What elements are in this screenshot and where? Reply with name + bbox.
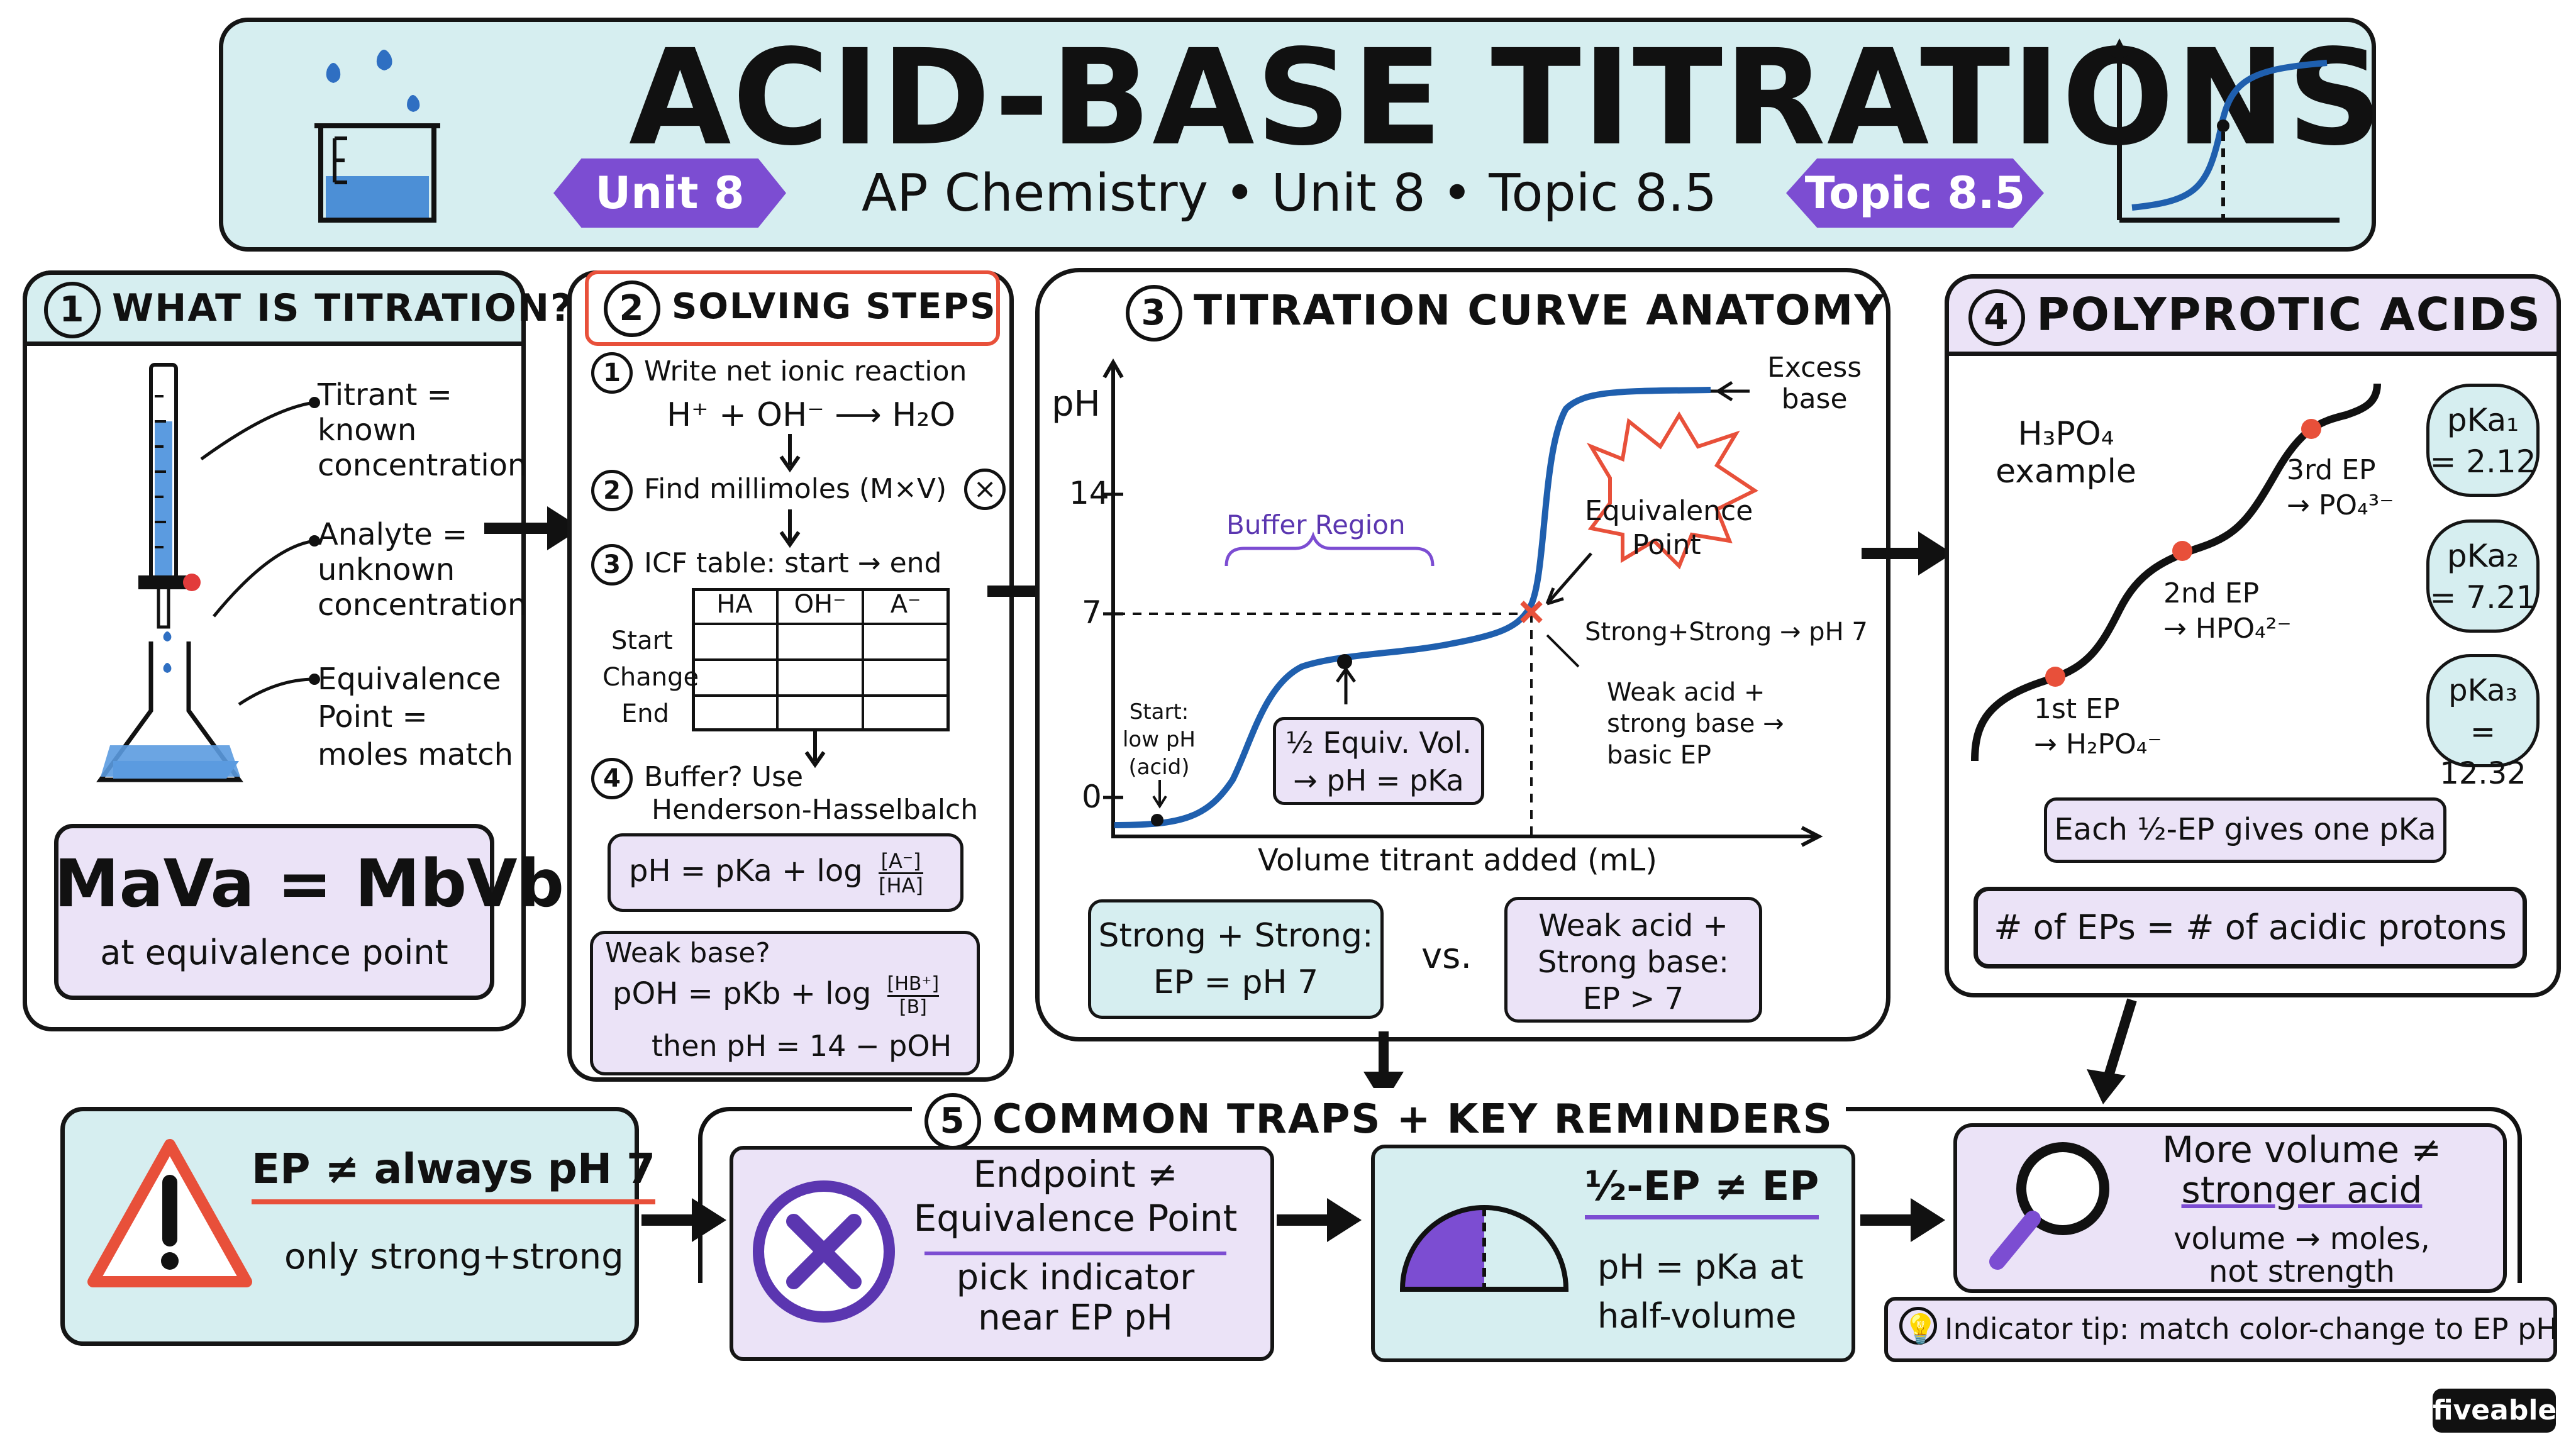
half-ep-note-box: Each ½-EP gives one pKa: [2044, 797, 2446, 863]
trap-4-title: More volume ≠stronger acid: [2162, 1128, 2442, 1211]
trap-3-title: ½-EP ≠ EP: [1585, 1163, 1819, 1219]
arrow-right-icon: [1860, 1198, 1945, 1242]
section-4-header: [1945, 274, 2561, 356]
pka1-bubble: pKa₁= 2.12: [2426, 384, 2540, 497]
formula-box: [54, 824, 494, 1000]
trap-4-note: volume → moles,not strength: [2174, 1221, 2430, 1289]
polyprotic-curve: [1971, 383, 2381, 762]
y-axis-label: pH: [1052, 384, 1101, 425]
page-title: ACID-BASE TITRATIONS: [629, 21, 2384, 175]
weak-strong-box: Weak acid +Strong base:EP > 7: [1504, 897, 1762, 1023]
section-1-header: [23, 270, 526, 346]
half-dome-icon: [1399, 1205, 1569, 1292]
page-subtitle: AP Chemistry • Unit 8 • Topic 8.5: [862, 164, 1717, 223]
formula: MaVa = MbVb: [54, 845, 565, 922]
arrow-right-icon: [484, 506, 582, 550]
pka3-bubble: pKa₃= 12.32: [2426, 654, 2540, 791]
topic-tag: Topic 8.5: [1786, 158, 2044, 228]
titration-curve-chart: [1102, 358, 1823, 847]
burette-flask-illustration: [96, 363, 243, 782]
poh-equation: pOH = pKb + log [HB⁺][B]: [613, 972, 940, 1018]
x-circle-icon: [753, 1180, 895, 1323]
reaction: H⁺ + OH⁻ ⟶ H₂O: [667, 396, 956, 434]
weak-acid-note: Weak acid +strong base →basic EP: [1607, 678, 1784, 770]
arrow-right-icon: [1277, 1198, 1362, 1242]
indicator-tip-text: 💡Indicator tip: match color-change to EP…: [1899, 1307, 2558, 1351]
arrow-down-icon: [804, 730, 826, 769]
hh-equation: pH = pKa + log [A⁻][HA]: [629, 848, 923, 897]
icf-row-end: End: [621, 699, 670, 728]
arrow-down-icon: [779, 434, 801, 473]
weak-base-box: [590, 931, 980, 1075]
beaker-icon: [314, 50, 440, 223]
weak-base-label: Weak base?: [605, 937, 770, 969]
titration-curve-icon: [2111, 38, 2340, 223]
unit-tag: Unit 8: [553, 158, 786, 228]
callout-arrows: [200, 397, 320, 706]
formula-note: at equivalence point: [100, 933, 448, 972]
icf-header-a: A⁻: [890, 590, 921, 619]
icf-row-start: Start: [611, 626, 673, 655]
start-note: Start:low pH(acid): [1122, 699, 1196, 780]
ep-3: 3rd EP→ PO₄³⁻: [2287, 454, 2394, 521]
trap-2-divider: [924, 1252, 1226, 1255]
icf-row-change: Change: [602, 663, 699, 692]
icf-header-oh: OH⁻: [794, 590, 847, 619]
eps-note-box: # of EPs = # of acidic protons: [1974, 887, 2527, 969]
warning-icon: [87, 1139, 252, 1287]
ep-1: 1st EP→ H₂PO₄⁻: [2034, 693, 2162, 760]
x-axis-label: Volume titrant added (mL): [1258, 843, 1657, 878]
lightbulb-icon: 💡: [1899, 1307, 1938, 1346]
then-ph: then pH = 14 − pOH: [652, 1029, 952, 1063]
arrow-right-icon: [641, 1198, 726, 1242]
arrow-right-icon: [1862, 531, 1953, 575]
tick-7: 7: [1082, 594, 1102, 631]
strong-strong-note: Strong+Strong → pH 7: [1585, 618, 1868, 647]
step-4-method: Henderson-Hasselbalch: [652, 794, 979, 826]
tick-14: 14: [1069, 475, 1109, 511]
icf-table-grid: [692, 588, 950, 731]
trap-2-title: Endpoint ≠Equivalence Point: [913, 1153, 1238, 1240]
icf-header-ha: HA: [716, 590, 753, 619]
trap-1-note: only strong+strong: [284, 1236, 624, 1277]
arrow-down-diag-icon: [2087, 998, 2137, 1104]
indicator-tip: [1884, 1297, 2557, 1362]
strong-strong-box: Strong + Strong:EP = pH 7: [1088, 899, 1384, 1019]
arrow-down-icon: [779, 509, 801, 548]
section-number: 1: [44, 282, 101, 339]
tick-0: 0: [1082, 779, 1102, 815]
vs-label: vs.: [1421, 936, 1472, 977]
magnifier-icon: [1989, 1142, 2109, 1270]
half-equiv-box: ½ Equiv. Vol.→ pH = pKa: [1273, 717, 1484, 805]
brand-logo: fiveable: [2433, 1389, 2557, 1433]
pka2-bubble: pKa₂= 7.21: [2426, 519, 2540, 633]
ep-2: 2nd EP→ HPO₄²⁻: [2163, 577, 2292, 645]
buffer-region-label: Buffer Region: [1226, 509, 1406, 540]
trap-1-title: EP ≠ always pH 7: [252, 1145, 656, 1204]
